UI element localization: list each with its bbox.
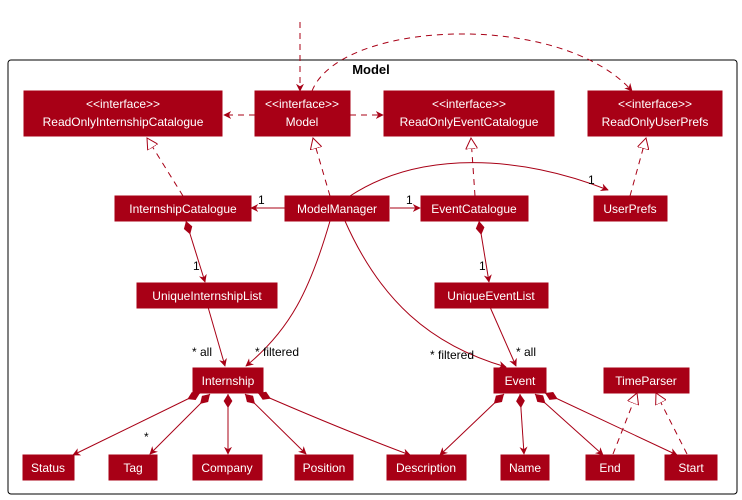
svg-text:EventCatalogue: EventCatalogue [431,202,517,216]
model-to-readonly-userprefs-edge [311,33,633,92]
svg-text:UserPrefs: UserPrefs [603,202,656,216]
svg-text:Description: Description [396,461,456,475]
mm-to-event-edge [344,220,507,369]
class-tag: Tag [108,454,158,481]
label-mm-internship: * filtered [255,345,299,359]
svg-text:UniqueEventList: UniqueEventList [447,289,535,303]
label-mm-event: * filtered [430,348,474,362]
class-unique-event-list: UniqueEventList [434,282,549,309]
package-title: Model [352,62,390,77]
classes: <<interface>> ReadOnlyInternshipCatalogu… [22,90,723,481]
svg-text:<<interface>>: <<interface>> [86,97,160,111]
internship-to-tag-edge [149,393,211,455]
class-internship-catalogue: InternshipCatalogue [114,195,252,222]
class-model: <<interface>> Model [254,90,351,137]
svg-text:ReadOnlyUserPrefs: ReadOnlyUserPrefs [602,115,709,129]
label-uil-internship: * all [192,345,212,359]
internship-to-description-edge [257,391,411,457]
event-to-name-edge [516,393,528,455]
class-model-manager: ModelManager [284,195,390,222]
internship-to-status-edge [72,392,201,456]
class-end: End [585,454,635,481]
mm-to-user-prefs-edge [349,162,609,197]
model-manager-realizes-edge [313,138,331,197]
edge-labels: 1 1 1 1 1 * all * filtered * filtered * … [144,173,595,444]
end-to-timeparser-edge [612,393,637,455]
event-to-end-edge [534,393,604,456]
svg-text:Tag: Tag [123,461,142,475]
svg-text:Start: Start [678,461,704,475]
svg-text:UniqueInternshipList: UniqueInternshipList [152,289,262,303]
class-readonly-user-prefs: <<interface>> ReadOnlyUserPrefs [587,90,723,137]
label-mm-ec: 1 [406,193,413,207]
class-position: Position [294,454,354,481]
svg-text:ReadOnlyEventCatalogue: ReadOnlyEventCatalogue [400,115,539,129]
class-event-catalogue: EventCatalogue [420,195,529,222]
start-to-timeparser-edge [656,393,688,455]
svg-text:Name: Name [509,461,541,475]
event-to-start-edge [544,392,678,456]
svg-text:Event: Event [505,374,536,388]
svg-text:InternshipCatalogue: InternshipCatalogue [129,202,237,216]
svg-text:ReadOnlyInternshipCatalogue: ReadOnlyInternshipCatalogue [43,115,204,129]
class-start: Start [664,454,718,481]
svg-text:ModelManager: ModelManager [297,202,377,216]
svg-text:TimeParser: TimeParser [615,374,677,388]
class-user-prefs: UserPrefs [593,195,668,222]
internship-to-position-edge [244,393,307,455]
label-uel-event: * all [516,345,536,359]
class-unique-internship-list: UniqueInternshipList [136,282,278,309]
edges [72,22,688,457]
uil-to-internship-edge [207,306,227,367]
internship-catalogue-realizes-edge [147,138,184,197]
label-mm-ic: 1 [258,193,265,207]
svg-text:Company: Company [201,461,252,475]
uel-to-event-edge [489,306,517,367]
class-readonly-event-catalogue: <<interface>> ReadOnlyEventCatalogue [383,90,555,137]
class-company: Company [192,454,263,481]
svg-text:Position: Position [303,461,346,475]
svg-text:Model: Model [286,115,319,129]
class-event: Event [493,367,547,394]
label-internship-tag: * [144,430,149,444]
package-frame [7,59,738,495]
label-ic-uil: 1 [193,259,200,273]
user-prefs-realizes-edge [629,138,646,197]
class-internship: Internship [192,367,264,394]
event-catalogue-realizes-edge [471,138,475,197]
svg-text:<<interface>>: <<interface>> [265,97,339,111]
svg-text:Internship: Internship [202,374,255,388]
ic-to-uil-edge [183,220,207,283]
model-package: Model [7,59,738,495]
svg-text:Status: Status [31,461,65,475]
label-ec-uel: 1 [479,259,486,273]
ec-to-uel-edge [475,220,492,283]
mm-to-internship-edge [245,220,331,367]
svg-text:<<interface>>: <<interface>> [618,97,692,111]
svg-text:<<interface>>: <<interface>> [432,97,506,111]
svg-text:End: End [599,461,620,475]
class-description: Description [386,454,467,481]
class-readonly-internship-catalogue: <<interface>> ReadOnlyInternshipCatalogu… [23,90,223,137]
class-status: Status [22,454,75,481]
label-mm-up: 1 [588,173,595,187]
event-to-description-edge [439,393,505,456]
class-name: Name [500,454,550,481]
class-time-parser: TimeParser [603,367,690,394]
